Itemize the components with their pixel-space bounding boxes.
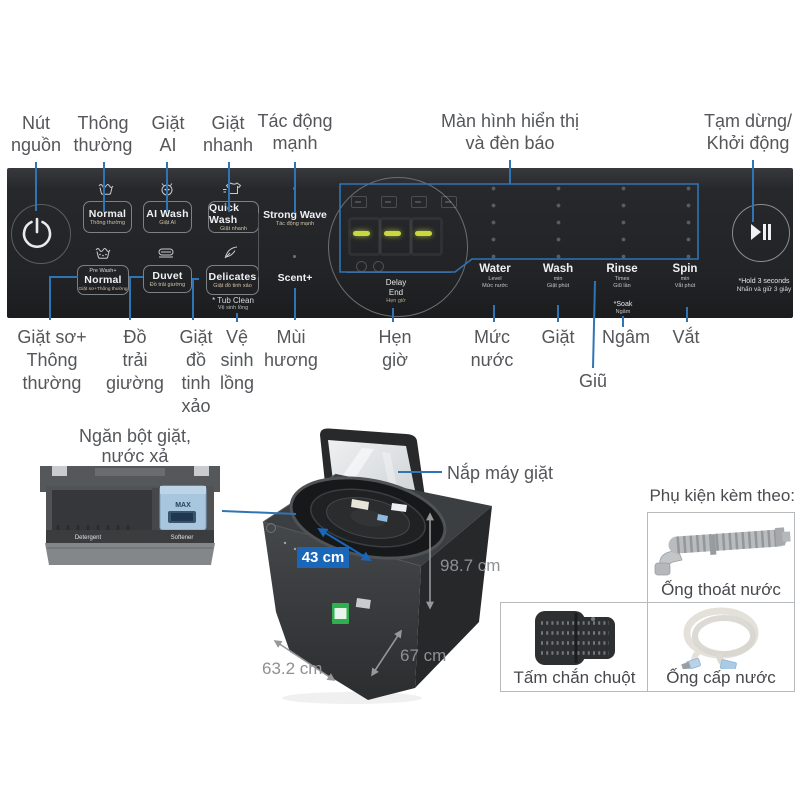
quick-wash-button: Quick Wash Giặt nhanh [208,201,259,233]
button-sublabel: Giặt sơ+Thông thường [78,286,128,292]
play-pause-icon [751,224,771,240]
power-icon [22,217,52,249]
quick-wash-shirt-icon [223,182,242,194]
prewash-tub-icon [95,248,111,259]
button-sublabel: Giặt đồ tinh xảo [213,282,252,289]
led-dot [293,255,296,258]
accessory-label: Ống cấp nước [666,668,776,687]
button-label: Normal [88,207,127,220]
power-button [11,204,71,264]
width-dimension: 63.2 cm [262,659,323,678]
accessories-title: Phụ kiện kèm theo: [649,486,795,505]
start-pause-button [732,204,790,262]
drain-hose-image [654,527,791,576]
callout-water-level: Mức nước [470,327,514,370]
callout-spin: Vắt [672,327,700,347]
callout-rinse: Giũ [578,371,607,391]
display-segment [353,231,370,236]
display-indicator-icon [351,196,367,208]
button-sublabel: Thông thường [89,219,126,226]
callout-tub-clean: Vệ sinh lồng [219,327,255,393]
button-prelabel: Pre Wash+ [89,267,117,274]
display-indicator-icon [441,196,457,208]
display-underline [347,272,451,273]
button-label: Quick Wash [209,201,240,226]
delay-end-label: Delay End Hẹn giờ [385,278,407,304]
soak-label: *Soak Ngâm [613,301,633,315]
strong-wave-option: Strong Wave Tác động mạnh [263,209,327,227]
callout-wash: Giặt [541,327,575,347]
control-panel-photo: Normal Thông thường AI Wash Giặt AI Quic… [7,168,793,318]
dispenser-title: Ngăn bột giặt, nước xả [78,426,192,466]
callout-delay-timer: Hẹn giờ [378,327,412,370]
callout-start-pause: Tạm dừng/ Khởi động [703,111,793,153]
rinse-label: Rinse Times Giũ lần [606,263,638,289]
callout-strong-wave: Tác động mạnh [257,111,333,153]
lid-label: Nắp máy giặt [447,463,554,483]
scent-option: Scent+ [277,272,313,284]
callout-quick-wash: Giặt nhanh [202,113,254,155]
accessory-label: Ống thoát nước [661,580,781,599]
max-label: MAX [175,502,191,509]
led-dot [293,187,296,190]
display-indicator-icon [373,261,384,272]
button-sublabel: Đồ trải giường [149,281,186,288]
detergent-label: Detergent [75,535,102,541]
callout-prewash-normal: Giặt sơ+ Thông thường [17,327,87,393]
normal-button: Normal Thông thường [83,201,132,233]
callout-delicates: Giặt đồ tinh xảo [179,327,213,416]
rat-guard-image [535,611,615,665]
button-label: AI Wash [146,207,189,220]
led-indicator-grid [461,180,721,266]
water-level-label: Water Level Mức nước [479,263,511,289]
wash-label: Wash min Giặt phút [542,263,574,289]
ai-wash-icon [161,183,173,196]
accessory-label: Tấm chắn chuột [513,668,636,687]
callout-normal: Thông thường [73,113,133,155]
display-indicator-icon [381,196,397,208]
tub-clean-label: * Tub Clean Vệ sinh lồng [212,296,254,311]
accessory-rat-guard-box: Tấm chắn chuột [500,602,649,692]
display-segment [415,231,432,236]
button-sublabel: Giặt nhanh [220,225,247,232]
button-sublabel: Giặt AI [159,219,176,226]
display-digit [410,217,443,256]
display-indicator-icon [411,196,427,208]
callout-duvet: Đồ trải giường [106,327,164,393]
callout-display: Màn hình hiển thị và đèn báo [440,111,580,153]
height-dimension: 98.7 cm [440,556,501,575]
duvet-icon [158,248,174,258]
dispenser-drawer-image: MAX Detergent Softener [40,466,220,565]
laundry-tub-icon [98,184,114,195]
feather-icon [224,246,238,259]
callout-soak: Ngâm [601,327,650,347]
water-supply-hose-image [681,607,759,669]
drum-diameter-badge: 43 cm [297,547,349,568]
display-digit [348,217,381,256]
accessory-drain-hose-box: Ống thoát nước [647,512,795,604]
panel-divider [258,213,259,277]
display-indicator-icon [356,261,367,272]
ai-wash-button: AI Wash Giặt AI [143,201,192,233]
duvet-button: Duvet Đồ trải giường [143,265,192,293]
softener-label: Softener [171,535,194,541]
display-segment [384,231,401,236]
spin-label: Spin min Vắt phút [672,263,698,289]
hold-note: *Hold 3 seconds Nhấn và giữ 3 giây [736,278,792,293]
prewash-normal-button: Pre Wash+ Normal Giặt sơ+Thông thường [77,265,129,295]
accessory-supply-hose-box: Ống cấp nước [647,602,795,692]
washing-machine-image [262,428,492,704]
display-digit [379,217,412,256]
depth-dimension: 67 cm [400,646,447,665]
button-label: Duvet [152,269,183,282]
button-label: Delicates [208,270,257,283]
callout-scent: Mùi hương [264,327,318,370]
callout-power: Nút nguồn [10,113,62,155]
button-label: Normal [84,273,122,286]
delicates-button: Delicates Giặt đồ tinh xảo [206,265,259,295]
callout-ai-wash: Giặt AI [151,113,185,155]
